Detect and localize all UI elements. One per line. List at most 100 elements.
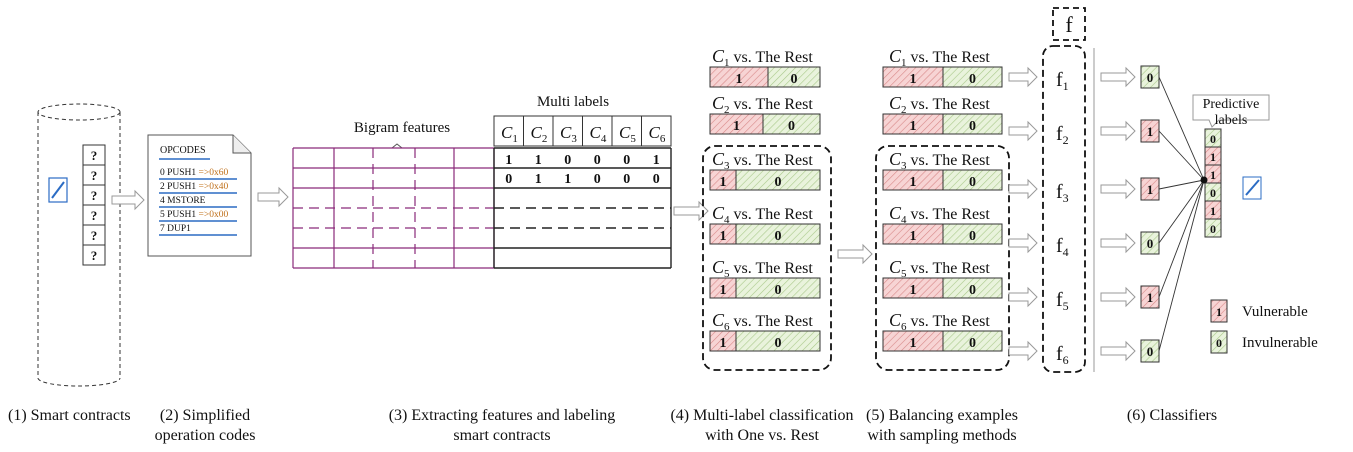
label-value: 1: [535, 172, 542, 187]
negative-portion: [942, 66, 1003, 88]
positive-value: 1: [910, 72, 917, 87]
negative-value: 0: [791, 72, 798, 87]
ovr-title: C6 vs. The Rest: [712, 310, 813, 333]
contract-mark: ?: [91, 148, 98, 163]
positive-value: 1: [910, 229, 917, 244]
arrow-to-classifier: [1008, 286, 1038, 308]
negative-value: 0: [969, 175, 976, 190]
label-header-C3: C3: [560, 123, 577, 145]
classifier-output-value: 1: [1147, 124, 1154, 139]
legend-value: 0: [1216, 336, 1222, 350]
caption-line: operation codes: [154, 427, 256, 444]
merge-node: [1200, 176, 1208, 184]
negative-value: 0: [775, 283, 782, 298]
arrow-to-output: [1100, 120, 1136, 142]
predictive-value: 1: [1210, 150, 1216, 164]
label-value: 0: [594, 172, 601, 187]
negative-portion: [735, 277, 821, 299]
positive-value: 1: [733, 119, 740, 134]
arrow-to-output: [1100, 232, 1136, 254]
arrow-to-output: [1100, 66, 1136, 88]
positive-value: 1: [910, 336, 917, 351]
contract-mark: ?: [91, 188, 98, 203]
positive-value: 1: [720, 229, 727, 244]
balanced-title: C1 vs. The Rest: [889, 46, 990, 69]
arrow-to-classifier: [1008, 232, 1038, 254]
classifier-link: [1158, 179, 1205, 352]
arrow-to-classifier: [1008, 120, 1038, 142]
caption-line: (1) Smart contracts: [8, 407, 131, 424]
f-top-label: f: [1065, 12, 1073, 37]
classifier-link: [1158, 179, 1205, 298]
label-value: 1: [564, 172, 571, 187]
stage-caption-3: (3) Extracting features and labeling smar…: [372, 406, 632, 446]
balanced-title: C3 vs. The Rest: [889, 149, 990, 172]
arrow-2-3: [257, 186, 289, 208]
f-top-box: [1052, 7, 1086, 41]
negative-value: 0: [969, 119, 976, 134]
pen-icon: [51, 181, 65, 199]
arrow-1-2: [111, 189, 145, 211]
positive-value: 1: [910, 175, 917, 190]
opcode-line: 2 PUSH1 =>0x40: [160, 182, 229, 192]
stage-caption-6: (6) Classifiers: [1117, 406, 1227, 426]
label-header-C5: C5: [619, 123, 636, 145]
label-value: 1: [505, 153, 512, 168]
legend-swatch: [1210, 299, 1228, 323]
caption-line: (4) Multi-label classification: [670, 407, 854, 424]
cylinder-bottom: [37, 377, 121, 387]
classifier-f6: f6: [1056, 343, 1069, 367]
ovr-group-box: [702, 145, 832, 371]
label-header-C4: C4: [590, 123, 607, 145]
ovr-title: C5 vs. The Rest: [712, 257, 813, 280]
legend-value: 1: [1216, 305, 1222, 319]
document-fold: [232, 135, 251, 154]
balanced-title: C4 vs. The Rest: [889, 203, 990, 226]
predictive-value: 1: [1210, 168, 1216, 182]
contract-mark: ?: [91, 168, 98, 183]
opcode-line: 5 PUSH1 =>0x00: [160, 210, 229, 220]
caption-line: smart contracts: [453, 427, 551, 444]
positive-value: 1: [910, 119, 917, 134]
label-header-C2: C2: [531, 123, 548, 145]
negative-value: 0: [969, 283, 976, 298]
caption-line: (3) Extracting features and labeling: [388, 407, 616, 424]
classifier-link: [1158, 76, 1205, 181]
negative-portion: [762, 113, 821, 135]
classifier-f5: f5: [1056, 289, 1069, 313]
contract-cell: [82, 244, 106, 266]
classifier-f4: f4: [1056, 235, 1069, 259]
arrow-to-output: [1100, 178, 1136, 200]
arrow-to-classifier: [1008, 178, 1038, 200]
label-header-C6: C6: [649, 123, 666, 145]
negative-portion: [735, 169, 821, 191]
label-value: 0: [594, 153, 601, 168]
predictive-callout: [1192, 94, 1270, 128]
classifier-f3: f3: [1056, 181, 1069, 205]
label-value: 0: [505, 172, 512, 187]
positive-value: 1: [720, 283, 727, 298]
predictive-value: 1: [1210, 204, 1216, 218]
label-value: 0: [623, 153, 630, 168]
predictive-value: 0: [1210, 132, 1216, 146]
positive-value: 1: [720, 336, 727, 351]
negative-portion: [767, 66, 821, 88]
classifier-output-value: 1: [1147, 182, 1154, 197]
opcodes-header: OPCODES: [160, 145, 206, 156]
multi-labels-title: Multi labels: [537, 94, 609, 110]
negative-portion: [735, 223, 821, 245]
arrow-to-output: [1100, 340, 1136, 362]
balanced-group-box: [875, 145, 1010, 371]
negative-portion: [942, 277, 1003, 299]
opcode-line: 0 PUSH1 =>0x60: [160, 168, 229, 178]
